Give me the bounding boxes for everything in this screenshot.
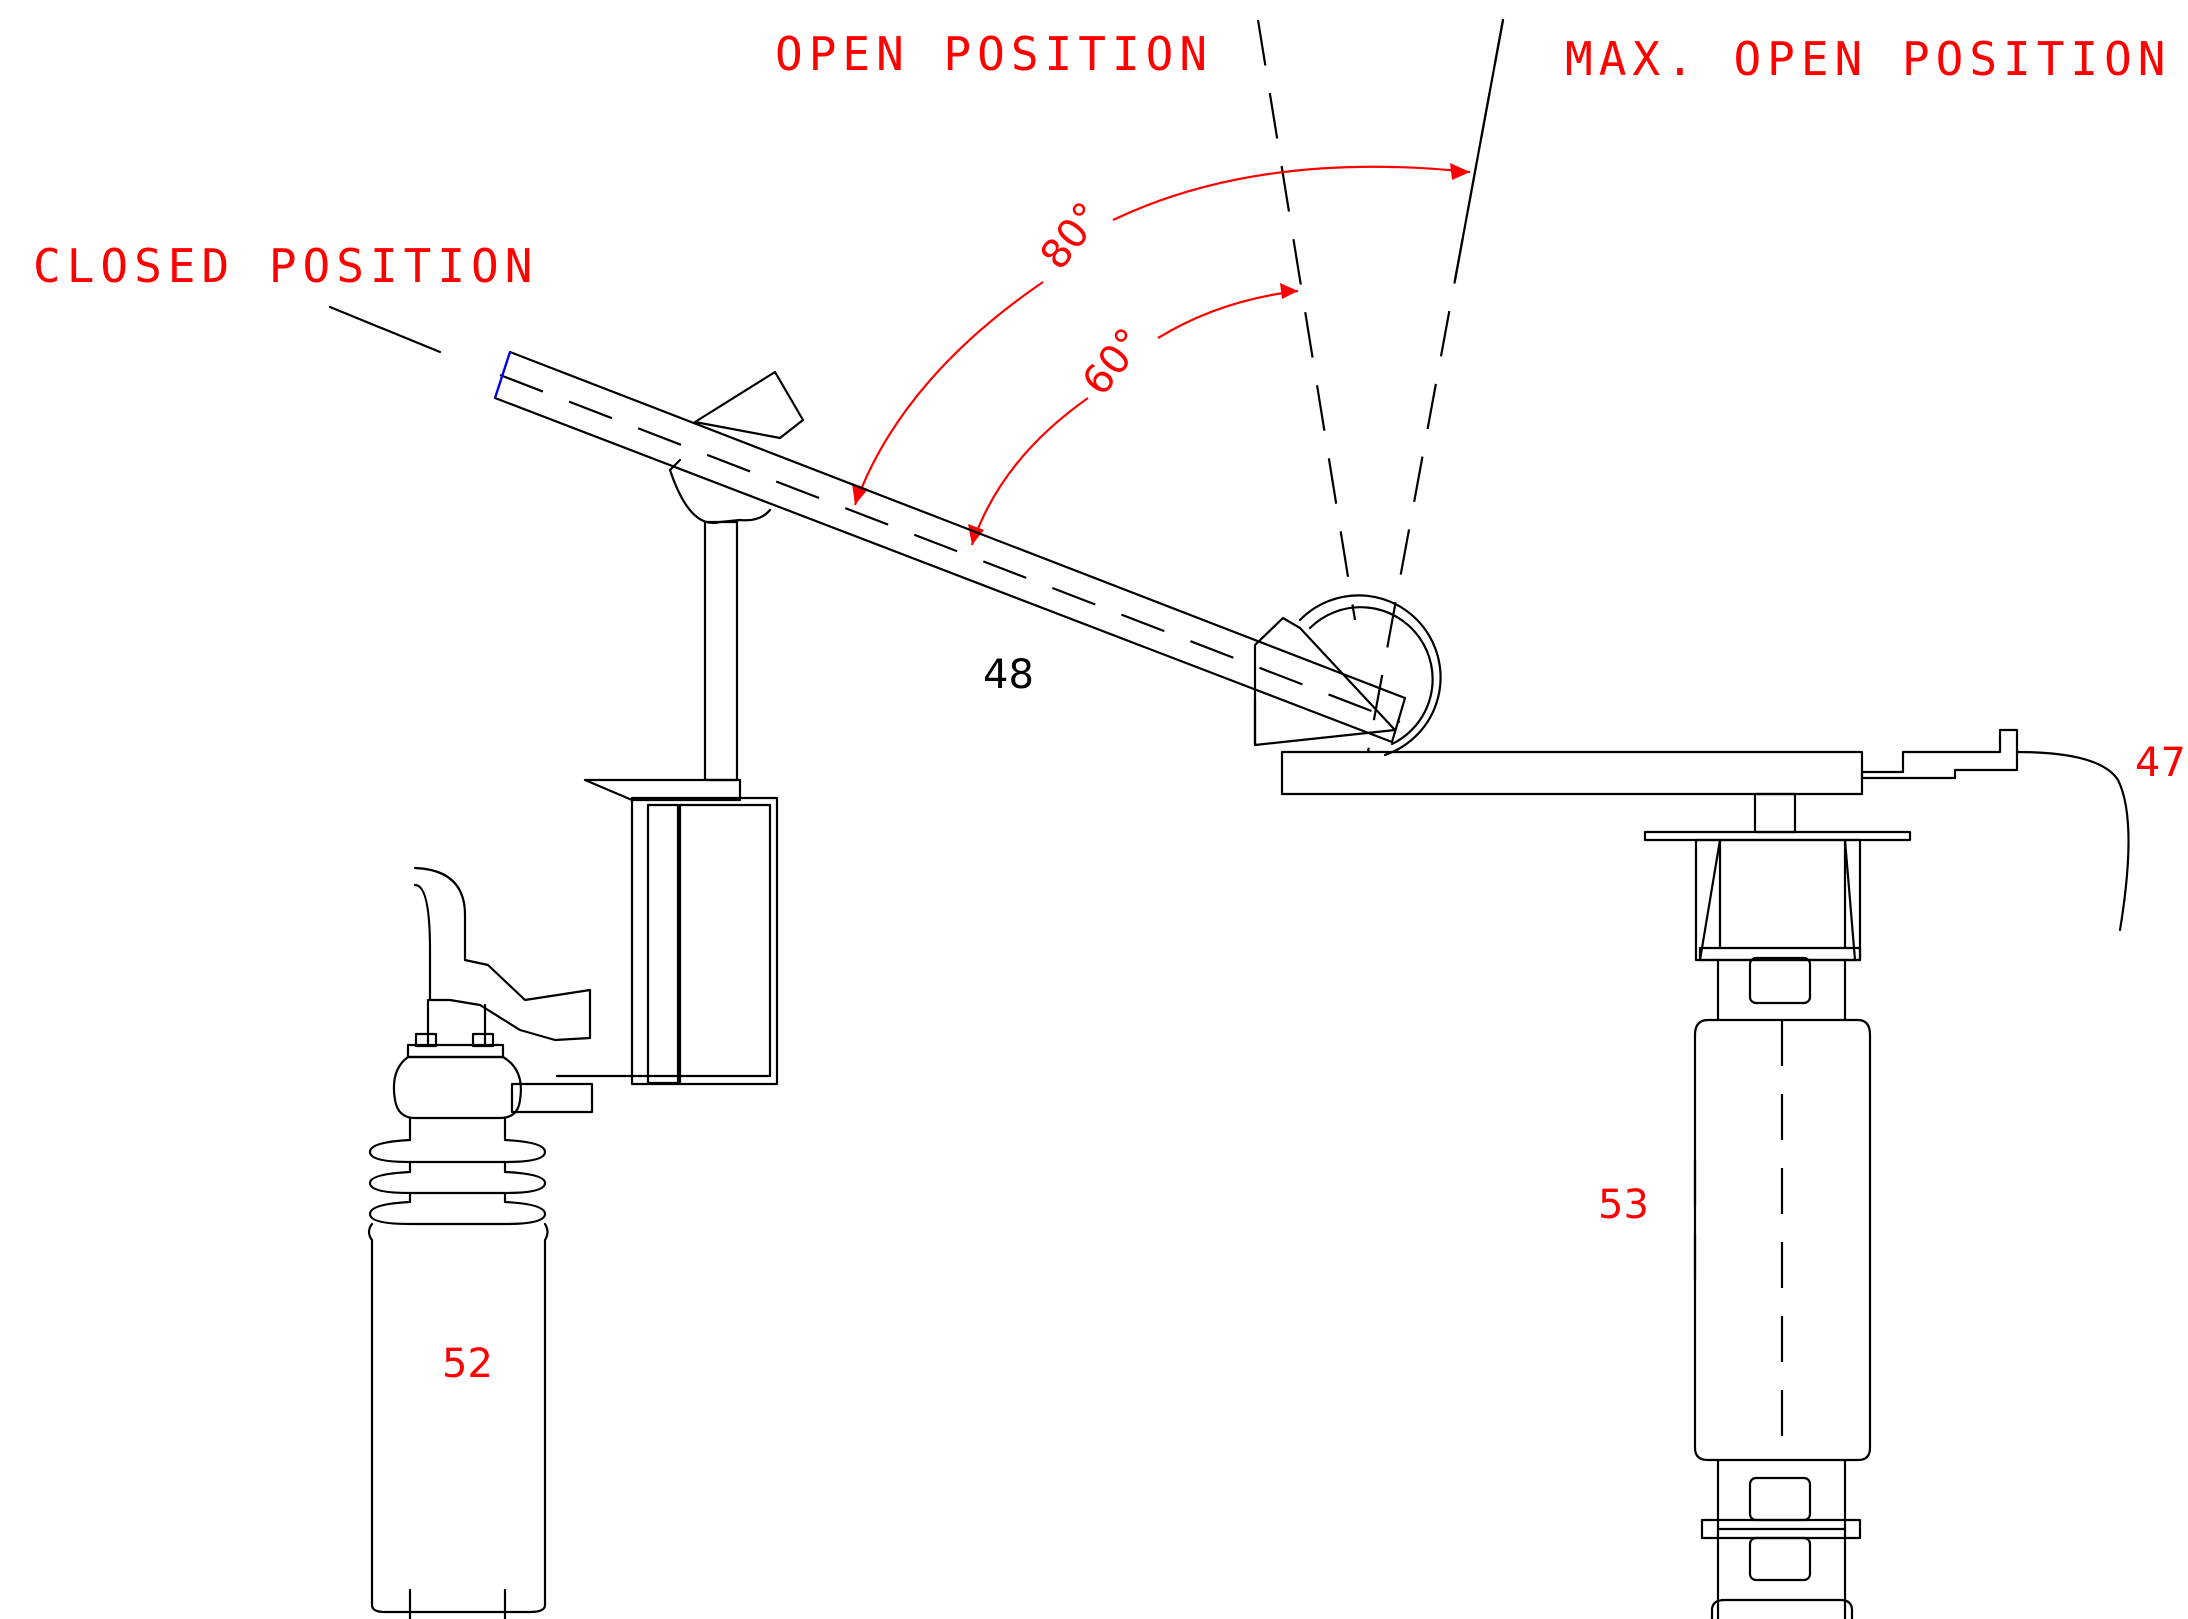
blade-end-mark [493,351,512,399]
left-hinge-cap [668,468,772,525]
closed-position-label: CLOSED POSITION [33,239,538,293]
left-hinge-cap-top [668,458,682,472]
angle-60-label: 60° [1074,320,1154,404]
angle-60-arc-upper [1157,289,1299,339]
max-open-position-line [1366,19,1505,753]
conductor-47 [2015,750,2130,932]
ref-52-label: 52 [442,1341,493,1387]
right-clamp-diag-left [1698,838,1722,962]
right-base-stub [1710,1598,1854,1619]
right-clamp-diag-right [1843,838,1857,962]
arrowhead-80-top [1450,163,1470,180]
left-insulator-shed-2 [368,1160,547,1195]
right-lower-plate [1700,1518,1862,1540]
left-insulator-body [367,1222,549,1614]
right-base-plate [1280,750,1864,796]
max-open-position-label: MAX. OPEN POSITION [1565,32,2172,86]
right-clamp-nut [1748,956,1812,1005]
left-channel-outer [630,796,779,1086]
open-position-label: OPEN POSITION [775,27,1213,81]
right-flange [1643,830,1912,842]
angle-80-arc-lower [853,281,1044,506]
max-open-solid-line [1453,18,1505,282]
right-lower-nut-2 [1748,1536,1812,1582]
ref-53-label: 53 [1598,1182,1649,1228]
right-contact-circle-inner [1308,606,1434,746]
right-contact-arm [1253,616,1397,747]
right-lower-nut-1 [1748,1476,1812,1522]
arrowhead-60-top [1280,283,1298,299]
left-bottom-plate [510,1082,594,1114]
left-channel-inner [646,803,680,1085]
closed-position-line [328,305,442,354]
left-insulator-shed-3 [368,1191,547,1226]
angle-80-label: 80° [1032,194,1112,278]
arrowhead-60-bottom [968,524,984,545]
switch-blade [493,350,1407,744]
open-position-line [1256,19,1357,621]
blade-centerline [499,373,1401,724]
ref-47-label: 47 [2135,740,2186,786]
right-insulator-body [1693,1018,1872,1462]
right-terminal-clip [1860,728,2019,780]
left-support-post [703,520,739,782]
right-contact-circle [1298,594,1442,757]
left-top-plate [583,778,742,802]
blade-mount-block [693,370,805,440]
right-post-stem [1753,792,1797,834]
ref-48-label: 48 [983,652,1034,698]
left-terminal-hook [413,866,592,1042]
left-insulator-cap [392,1055,522,1120]
angle-80-arc-upper [1112,165,1471,221]
angle-60-arc-lower [970,397,1089,546]
left-insulator-shed-1 [368,1116,547,1164]
right-clamp-lower-plate [1698,946,1862,962]
